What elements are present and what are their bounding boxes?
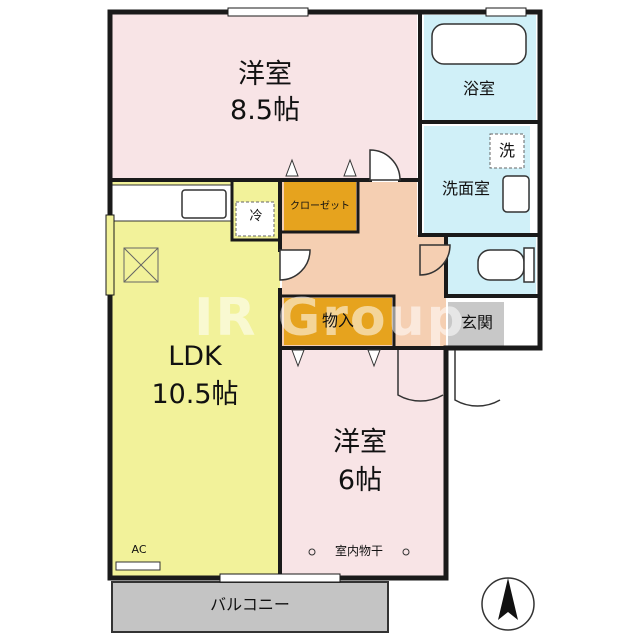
doors (279, 149, 501, 407)
washer-label: 洗 (498, 141, 515, 160)
western-room-1-name: 洋室 (238, 59, 292, 90)
western-room-2-name: 洋室 (333, 427, 387, 458)
western-room-2-fill (282, 348, 444, 577)
fridge-label: 冷 (249, 209, 263, 224)
storage-label: 物入 (321, 311, 354, 330)
windows (105, 7, 527, 583)
washer-space (489, 133, 525, 169)
ldk-size: 10.5帖 (151, 379, 239, 410)
fridge-space (235, 201, 275, 237)
washroom-label: 洗面室 (441, 179, 490, 198)
entrance-label: 玄関 (460, 313, 493, 332)
western-room-1-fill (110, 12, 417, 180)
ac-label: AC (131, 543, 147, 556)
closet-label: クローゼット (290, 201, 350, 212)
bathtub (431, 23, 527, 65)
drying-hook-right (402, 548, 410, 556)
exhaust-fan (123, 247, 159, 283)
drying-label: 室内物干 (334, 544, 383, 558)
wash-basin (502, 175, 530, 213)
watermark: IR Group (194, 288, 466, 348)
kitchen-sink (181, 189, 227, 219)
north-arrow-icon (498, 578, 518, 620)
balcony-label: バルコニー (210, 595, 290, 614)
ac-unit (115, 561, 161, 571)
closet-fill (284, 182, 356, 232)
toilet-tank (523, 247, 535, 283)
western-room-1-size: 8.5帖 (230, 95, 300, 126)
drying-hook-left (308, 548, 316, 556)
toilet-bowl (477, 249, 525, 281)
balcony-fill (111, 581, 389, 633)
closet-door-markers (285, 158, 381, 368)
storage-fill (284, 298, 392, 345)
western-room-2-size: 6帖 (337, 465, 383, 496)
ldk-name: LDK (168, 341, 222, 372)
bath-label: 浴室 (462, 79, 495, 98)
entrance-fill (448, 302, 504, 346)
